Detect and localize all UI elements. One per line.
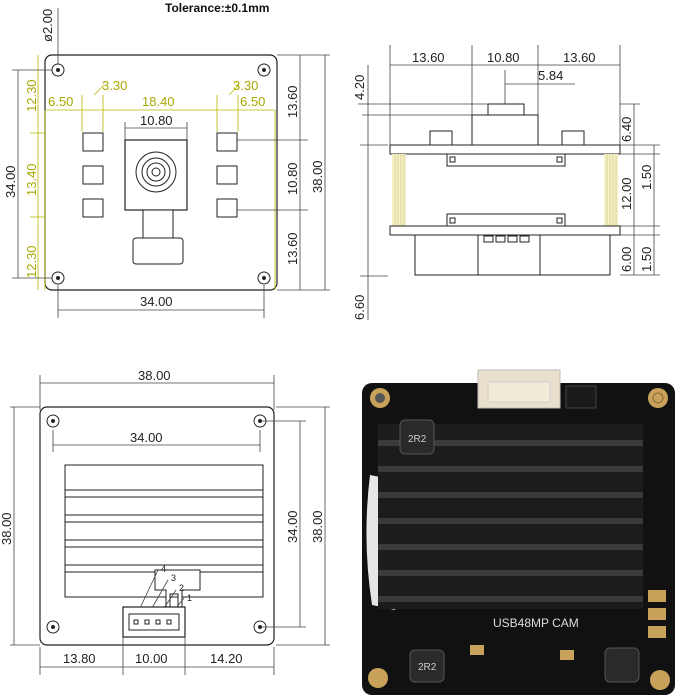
hole-diameter-label: ø2.00 [40, 9, 55, 42]
dim-13-60-bottom: 13.60 [285, 232, 300, 265]
dim-6-60: 6.60 [352, 295, 367, 320]
bottom-pcb [389, 225, 621, 236]
dim-38-00-right: 38.00 [310, 160, 325, 193]
dim-6-50-right: 6.50 [240, 94, 265, 109]
standoff-left [392, 154, 406, 226]
back-view: 38.00 34.00 4 3 2 1 [0, 368, 330, 675]
front-view: ø2.00 3.30 3.30 6.50 18.40 6.50 10.80 12… [3, 8, 330, 318]
dim-34-00-top: 34.00 [130, 430, 163, 445]
dim-12-30-bottom: 12.30 [24, 245, 39, 278]
dim-10-80: 10.80 [487, 50, 520, 65]
dim-6-50-left: 6.50 [48, 94, 73, 109]
dim-10-80-right: 10.80 [285, 162, 300, 195]
dim-3-30-right: 3.30 [233, 78, 258, 93]
dim-38-00-left: 38.00 [0, 512, 14, 545]
product-photo: 2R2 2R2 USB48MP CAM [362, 369, 675, 695]
dim-13-80: 13.80 [63, 651, 96, 666]
dim-12-00: 12.00 [619, 177, 634, 210]
dim-34-00-left: 34.00 [3, 165, 18, 198]
dim-3-30-left: 3.30 [102, 78, 127, 93]
top-pcb [389, 144, 621, 155]
dim-6-40: 6.40 [619, 117, 634, 142]
dim-13-40: 13.40 [24, 163, 39, 196]
dim-14-20: 14.20 [210, 651, 243, 666]
pin-2-label: 2 [179, 583, 184, 593]
mounting-holes [51, 63, 271, 285]
inductor-bottom-label: 2R2 [418, 662, 437, 673]
dim-12-30-top: 12.30 [24, 79, 39, 112]
tolerance-note: Tolerance:±0.1mm [165, 1, 269, 15]
dim-13-60-left: 13.60 [412, 50, 445, 65]
dim-10-80-top: 10.80 [140, 113, 173, 128]
dim-18-40: 18.40 [142, 94, 175, 109]
standoff-right [604, 154, 618, 226]
dim-13-60-top: 13.60 [285, 85, 300, 118]
inductor-top-label: 2R2 [408, 434, 427, 445]
photo-heatsink [378, 424, 643, 609]
dim-10-00: 10.00 [135, 651, 168, 666]
pin-3-label: 3 [171, 573, 176, 583]
camera-module [124, 139, 188, 265]
board-label: USB48MP CAM [493, 616, 579, 630]
dim-13-60-right: 13.60 [563, 50, 596, 65]
dim-38-00-right: 38.00 [310, 510, 325, 543]
side-view: 13.60 10.80 13.60 5.84 4.20 6.60 [352, 45, 660, 320]
dim-4-20: 4.20 [352, 75, 367, 100]
dim-1-50-bottom: 1.50 [639, 247, 654, 272]
dim-1-50-top: 1.50 [639, 165, 654, 190]
dim-6-00: 6.00 [619, 247, 634, 272]
pin-1-label: 1 [187, 593, 192, 603]
dim-38-00-top: 38.00 [138, 368, 171, 383]
lens-holder [487, 103, 525, 117]
pin-4-label: 4 [161, 564, 166, 574]
dim-34-00-bottom: 34.00 [140, 294, 173, 309]
dim-34-00-right: 34.00 [285, 510, 300, 543]
dim-5-84: 5.84 [538, 68, 563, 83]
